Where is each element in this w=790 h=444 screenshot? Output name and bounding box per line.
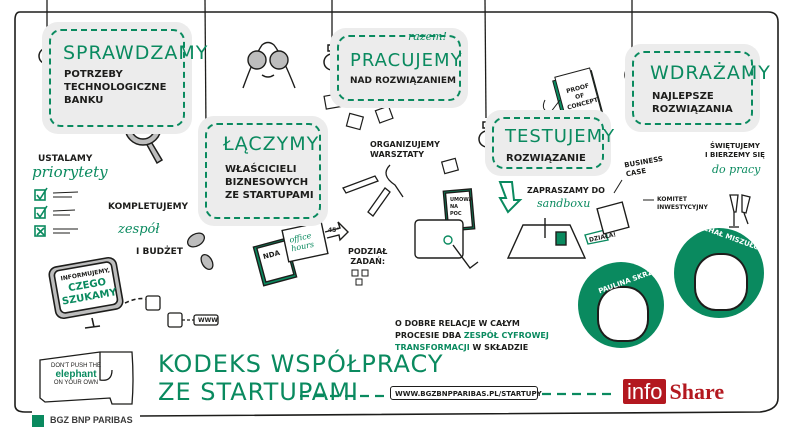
step-text: ROZWIĄZANIE bbox=[506, 153, 586, 164]
ustalamy-label: USTALAMY bbox=[38, 154, 93, 164]
monitor-icon bbox=[48, 256, 149, 329]
budzet-label: I BUDŻET bbox=[136, 247, 183, 257]
priorytety-label: priorytety bbox=[32, 163, 108, 181]
champagne-icon bbox=[729, 194, 751, 228]
checklist-icon bbox=[34, 187, 79, 237]
portrait-paulina: PAULINA SKRZYPIŃSKA bbox=[578, 262, 664, 348]
portrait-michal: MICHAŁ MISZUŁOWICZ bbox=[674, 228, 764, 318]
bank-logo-text: BGZ BNP PARIBAS bbox=[50, 415, 133, 425]
social-icons bbox=[145, 295, 219, 328]
sandbox-icon bbox=[506, 201, 630, 259]
zapraszamy-label: ZAPRASZAMY DO bbox=[527, 186, 605, 195]
facebook-icon bbox=[145, 295, 161, 311]
step-title: PRACUJEMY bbox=[350, 50, 463, 71]
razem-accent: razem! bbox=[408, 30, 447, 43]
step-title: TESTUJEMY bbox=[505, 126, 616, 147]
step-title: SPRAWDZAMY bbox=[63, 42, 209, 64]
calendar-icon bbox=[414, 188, 479, 269]
step-box-wdrazamy bbox=[625, 44, 760, 132]
step-box-sprawdzamy bbox=[42, 22, 192, 134]
do-pracy-label: do pracy bbox=[712, 163, 761, 176]
step-title: ŁĄCZYMY bbox=[223, 133, 320, 155]
www-label: WWW bbox=[198, 317, 218, 324]
elephant-logo-text: DON'T PUSH THE elephant ON YOUR OWN bbox=[51, 363, 101, 386]
linkedin-icon bbox=[167, 312, 183, 328]
pen-pencil-icons bbox=[342, 164, 404, 217]
step-text: NAD ROZWIĄZANIEM bbox=[350, 76, 456, 86]
task-icons bbox=[351, 269, 369, 286]
angle-label: 45° bbox=[328, 227, 340, 234]
arrow-down-icon bbox=[498, 181, 523, 214]
step-box-testujemy bbox=[485, 110, 611, 176]
komitet-label: KOMITET INWESTYCYJNY bbox=[657, 196, 708, 211]
elephant-logo bbox=[39, 351, 134, 405]
umowa-label: UMOWA NA POC bbox=[450, 197, 473, 217]
zespol-label: zespół bbox=[118, 222, 160, 237]
bank-logo-icon bbox=[32, 415, 44, 427]
team-text: O DOBRE RELACJE W CAŁYM PROCESIE DBA ZES… bbox=[395, 319, 549, 352]
binoculars-icon bbox=[242, 41, 296, 89]
sandbox-label: sandboxu bbox=[537, 197, 591, 210]
kompletujemy-label: KOMPLETUJEMY bbox=[108, 202, 189, 212]
nda-document-icon bbox=[252, 221, 349, 287]
step-title: WDRAŻAMY bbox=[650, 62, 771, 84]
step-box-pracujemy bbox=[330, 28, 468, 108]
url-link[interactable]: WWW.BGZBNPPARIBAS.PL/STARTUPY bbox=[390, 386, 542, 400]
coins-icon bbox=[186, 232, 214, 271]
step-box-laczymy bbox=[198, 116, 328, 226]
